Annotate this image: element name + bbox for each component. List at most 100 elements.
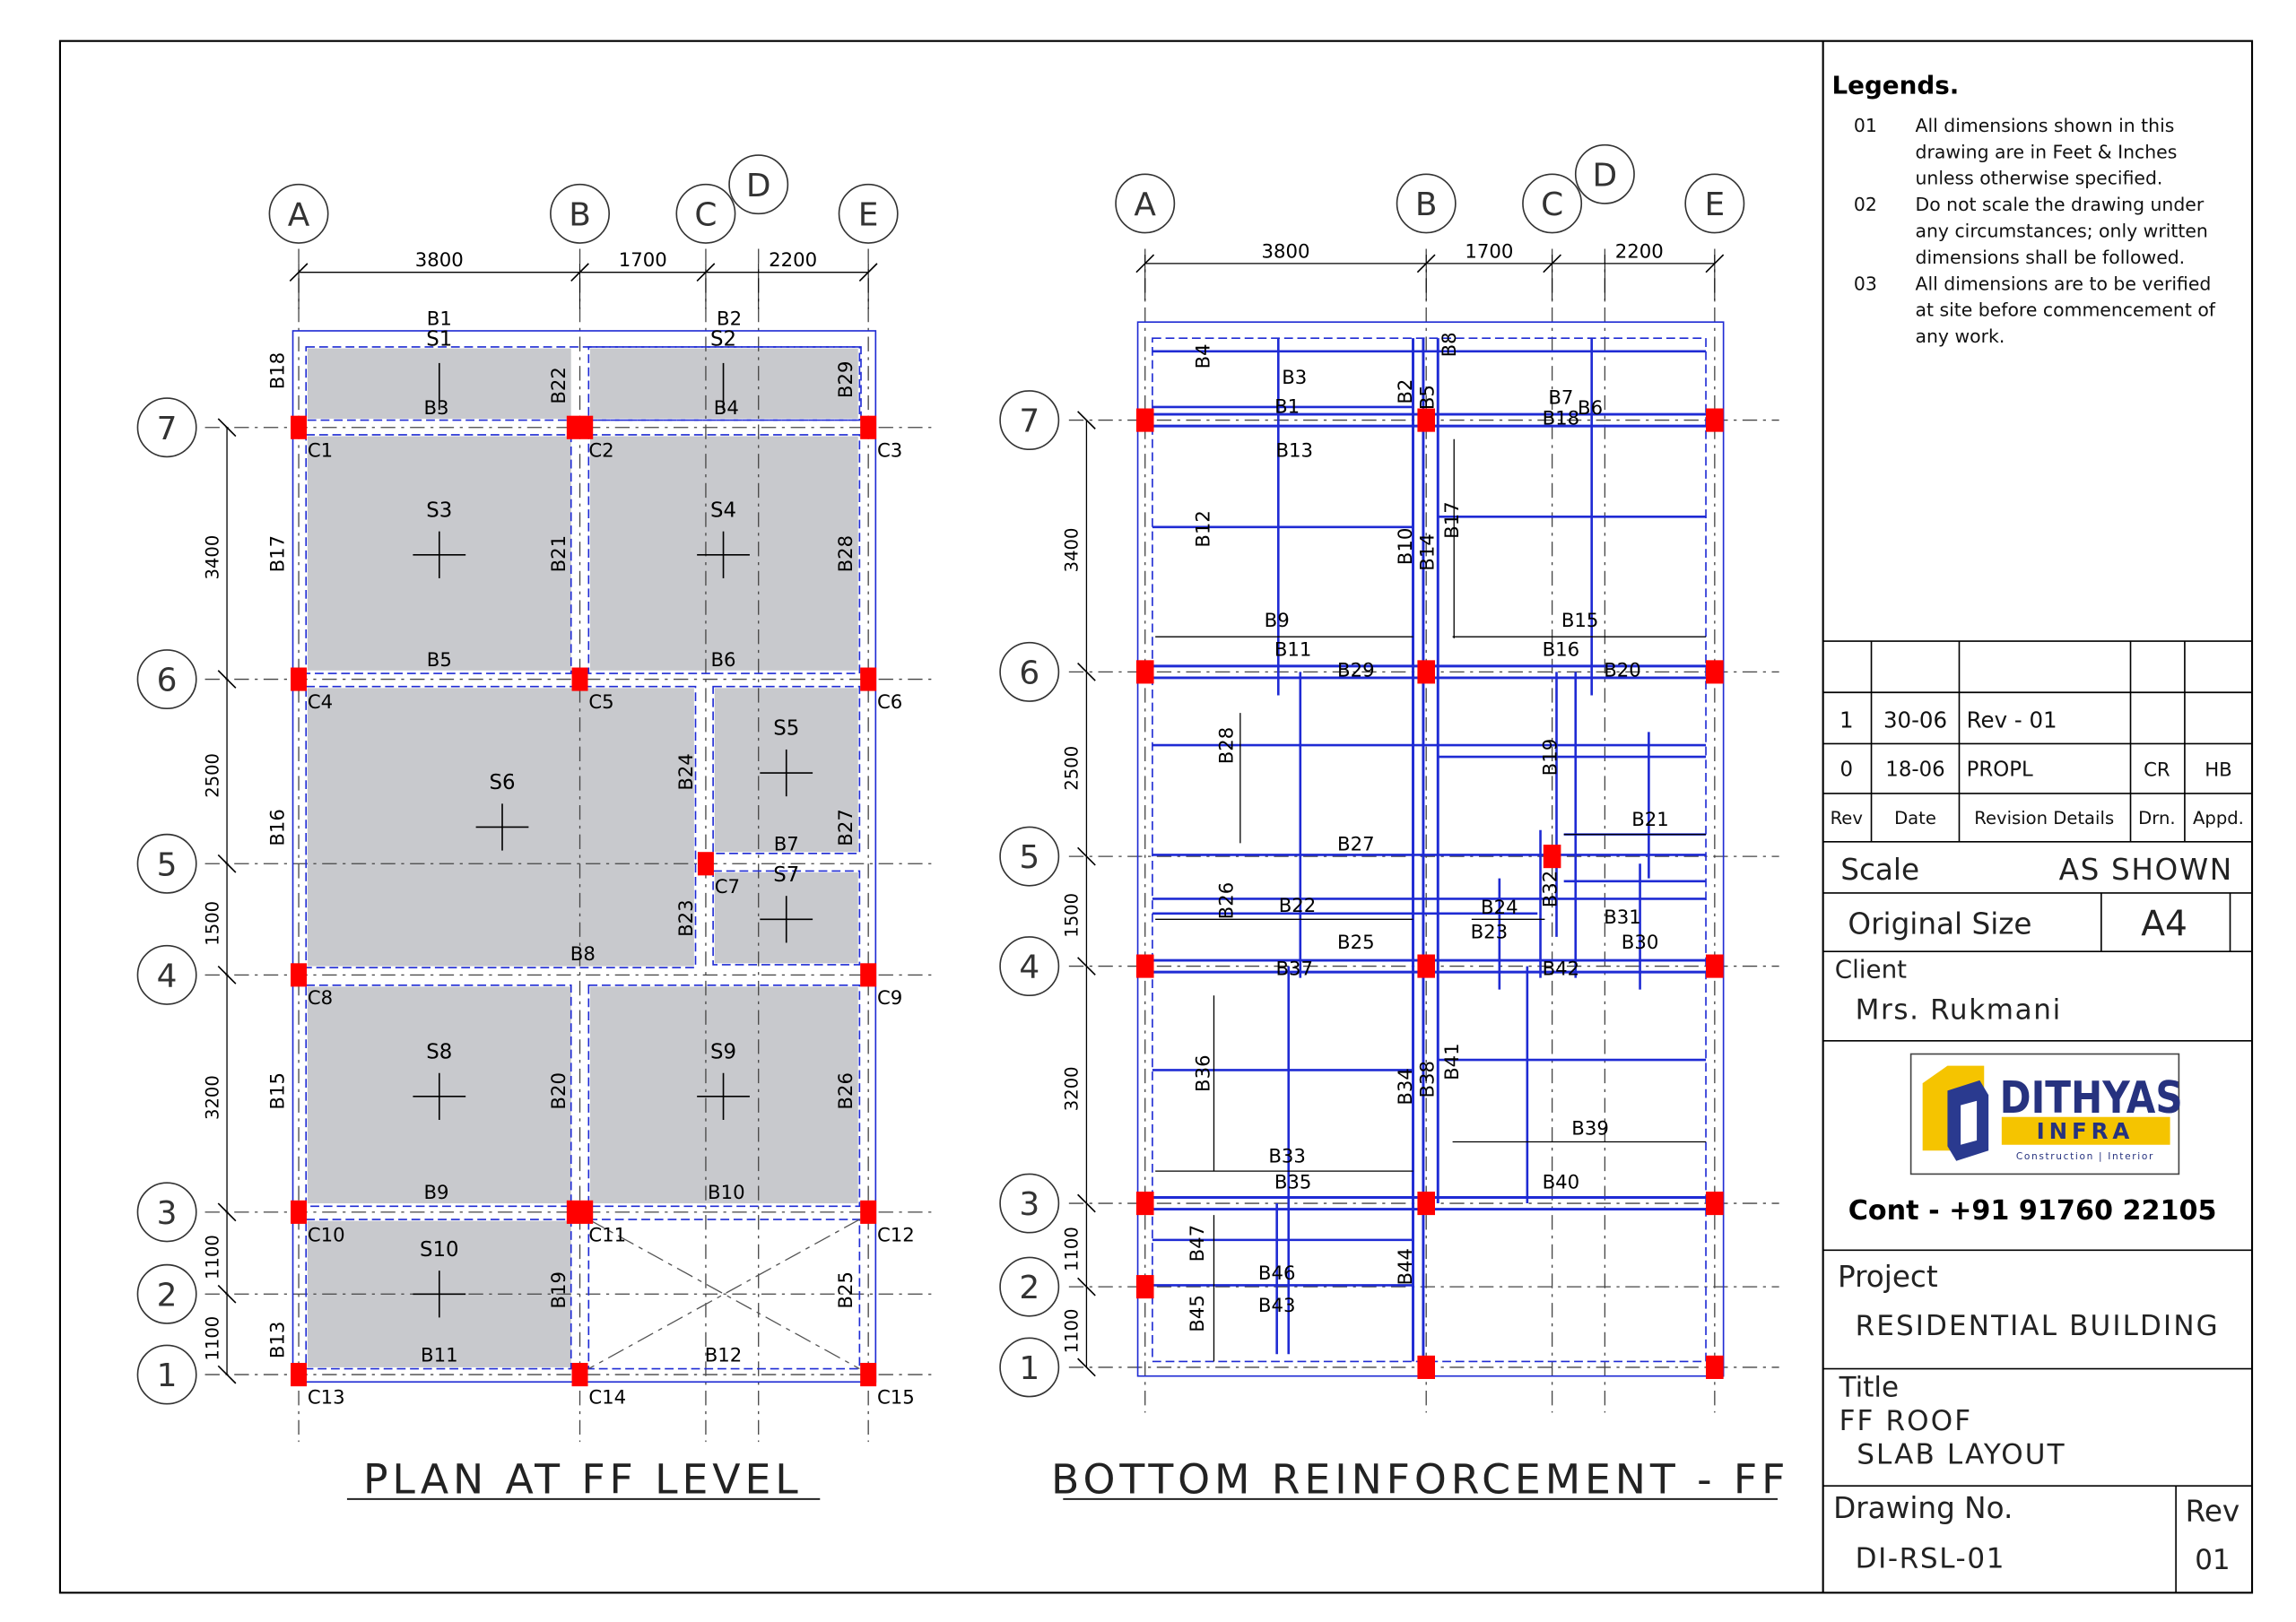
dimension-text: 3200 <box>202 1075 222 1120</box>
column-C7 <box>697 852 714 876</box>
beam-dashed-edge <box>587 434 861 674</box>
client-label: Client <box>1835 955 1907 984</box>
column-marker <box>1135 1191 1154 1216</box>
column-label-C4: C4 <box>308 691 333 714</box>
logo-tagline: Construction | Interior <box>2016 1150 2154 1162</box>
grid-3-bubble <box>136 1182 197 1243</box>
column-marker <box>1417 954 1435 978</box>
bar-label-B39: B39 <box>1571 1117 1609 1140</box>
column-label-C7: C7 <box>715 876 740 898</box>
dimension-tick <box>217 965 237 984</box>
beam-label-B15: B15 <box>267 1072 290 1110</box>
beam-label-B17: B17 <box>267 535 290 573</box>
client-value: Mrs. Rukmani <box>1856 993 2062 1026</box>
slab-label-S9: S9 <box>710 1040 736 1063</box>
grid-5-label: 5 <box>157 846 178 883</box>
beam-label-B16: B16 <box>267 809 290 846</box>
dimension-text: 2200 <box>769 249 817 272</box>
grid-D-label: D <box>1593 157 1618 194</box>
dimension-tick <box>1077 1357 1096 1377</box>
bar-label-B28: B28 <box>1216 727 1239 765</box>
grid-D-bubble <box>1574 143 1635 204</box>
bar-label-B38: B38 <box>1416 1061 1439 1098</box>
grid-2-bubble <box>136 1263 197 1324</box>
bar-label-B33: B33 <box>1268 1145 1306 1167</box>
beam-dashed-edge <box>305 1219 572 1370</box>
slab-label-S10: S10 <box>420 1238 459 1262</box>
column-label-C9: C9 <box>877 987 902 1010</box>
column-C3 <box>860 415 877 439</box>
grid-2-label: 2 <box>157 1277 178 1314</box>
bar-label-B29: B29 <box>1337 659 1375 681</box>
beam-label-B4: B4 <box>714 397 739 420</box>
grid-B-label: B <box>569 196 591 233</box>
scale-label: Scale <box>1840 853 1919 887</box>
grid-E-label: E <box>858 196 879 233</box>
column-marker <box>1135 660 1154 684</box>
column-C9 <box>860 963 877 987</box>
grid-5-bubble <box>999 826 1060 887</box>
revision-details: PROPL <box>1967 758 2033 781</box>
beam-dashed-edge <box>305 685 697 969</box>
grid-7-bubble <box>999 390 1060 451</box>
bar-label-B15: B15 <box>1561 610 1599 632</box>
beam-label-B10: B10 <box>708 1182 745 1204</box>
revision-date: 18-06 <box>1885 758 1944 781</box>
column-C1 <box>291 415 308 439</box>
beam-dashed-edge <box>587 346 861 421</box>
bar-label-B2: B2 <box>1395 379 1417 404</box>
beam-label-B21: B21 <box>548 535 570 573</box>
dimension-text: 3800 <box>1261 240 1309 263</box>
dimension-tick <box>1077 957 1096 976</box>
grid-B-bubble <box>1396 173 1457 234</box>
column-C4 <box>291 667 308 691</box>
bar-label-B24: B24 <box>1481 897 1518 919</box>
beam-label-B27: B27 <box>835 809 857 846</box>
title-line-1: FF ROOF <box>1839 1405 1973 1437</box>
bar-label-B46: B46 <box>1258 1262 1296 1285</box>
column-marker <box>1417 408 1435 432</box>
grid-6-label: 6 <box>1019 655 1039 691</box>
slab-label-S3: S3 <box>426 499 452 522</box>
grid-2-bubble <box>999 1256 1060 1317</box>
grid-E-bubble <box>1684 173 1745 234</box>
drawing-number-value: DI-RSL-01 <box>1856 1543 2006 1575</box>
bar-label-B23: B23 <box>1471 922 1509 944</box>
bar-label-B8: B8 <box>1439 332 1461 357</box>
bar-label-B43: B43 <box>1258 1295 1296 1317</box>
legend-text: Do not scale the drawing under any circu… <box>1916 194 2214 268</box>
slab-label-S1: S1 <box>426 327 452 351</box>
column-marker <box>1417 1355 1435 1379</box>
column-C13 <box>291 1363 308 1387</box>
grid-4-bubble <box>999 936 1060 997</box>
grid-6-bubble <box>999 641 1060 702</box>
grid-1-bubble <box>999 1337 1060 1398</box>
slab-label-S2: S2 <box>710 327 736 351</box>
bar-label-B4: B4 <box>1193 343 1215 369</box>
bar-label-B42: B42 <box>1543 958 1580 980</box>
column-label-C8: C8 <box>308 987 333 1010</box>
dimension-text: 1100 <box>202 1316 222 1361</box>
project-label: Project <box>1838 1260 1938 1294</box>
bar-label-B20: B20 <box>1604 659 1641 681</box>
title-block: Legends. 01 All dimensions shown in this… <box>1822 70 2253 1593</box>
bar-label-B1: B1 <box>1274 395 1300 418</box>
beam-label-B13: B13 <box>267 1322 290 1359</box>
bar-label-B3: B3 <box>1282 367 1307 389</box>
column-label-C3: C3 <box>877 439 902 462</box>
legend-number: 02 <box>1854 194 1877 215</box>
legend-text: All dimensions shown in this drawing are… <box>1916 115 2183 189</box>
dimension-text: 1700 <box>619 249 667 272</box>
column-label-C13: C13 <box>308 1387 345 1409</box>
dimension-text: 1100 <box>1062 1227 1083 1271</box>
column-marker <box>1135 408 1154 432</box>
slab-label-S4: S4 <box>710 499 736 522</box>
dimension-tick <box>1077 1277 1096 1297</box>
dimension-text: 3800 <box>415 249 464 272</box>
dimension-tick <box>217 418 237 438</box>
revision-rev: 1 <box>1839 707 1854 733</box>
column-label-C1: C1 <box>308 439 333 462</box>
